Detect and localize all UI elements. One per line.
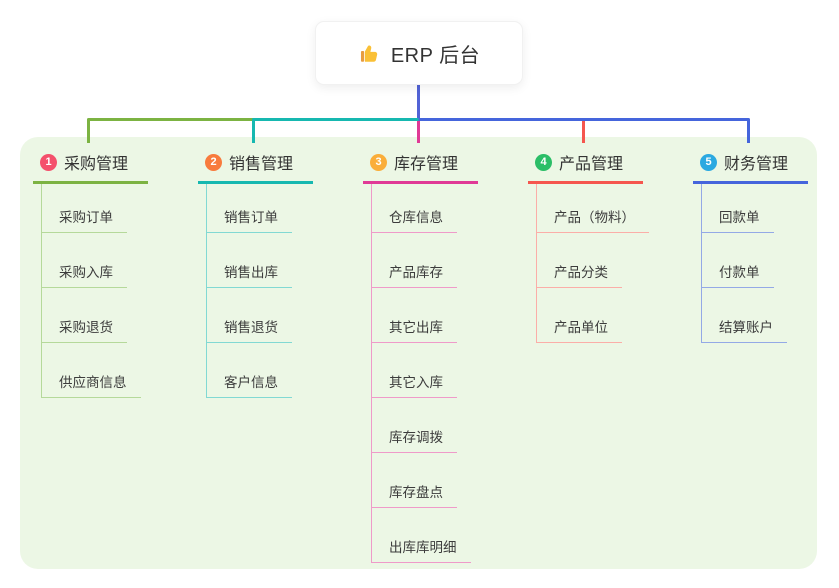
- child-node-label: 结算账户: [719, 320, 773, 335]
- branch-children: 采购订单 采购入库 采购退货 供应商信息: [41, 184, 141, 398]
- branch-number-badge: 3: [370, 153, 387, 171]
- child-node[interactable]: 库存盘点: [372, 453, 457, 508]
- child-node[interactable]: 其它出库: [372, 288, 457, 343]
- branch-number-badge: 2: [205, 153, 222, 171]
- child-node-label: 产品分类: [554, 265, 608, 280]
- thumbs-up-icon: [358, 42, 381, 65]
- branch-column-5: 5 财务管理 回款单 付款单 结算账户: [693, 147, 808, 343]
- child-node[interactable]: 产品库存: [372, 233, 457, 288]
- child-node-label: 采购订单: [59, 210, 113, 225]
- branch-node-label: 财务管理: [724, 156, 789, 173]
- child-node-label: 采购退货: [59, 320, 113, 335]
- child-node-label: 库存盘点: [389, 485, 443, 500]
- branch-column-3: 3 库存管理 仓库信息 产品库存 其它出库 其它入库 库存调拨 库存盘点 出库库…: [363, 147, 478, 563]
- child-node[interactable]: 出库库明细: [372, 508, 471, 563]
- child-node[interactable]: 产品分类: [537, 233, 622, 288]
- child-node[interactable]: 销售退货: [207, 288, 292, 343]
- child-node-label: 仓库信息: [389, 210, 443, 225]
- child-node-label: 回款单: [719, 210, 760, 225]
- child-node[interactable]: 采购订单: [42, 184, 127, 233]
- branch-node[interactable]: 2 销售管理: [198, 147, 313, 184]
- child-node[interactable]: 供应商信息: [42, 343, 141, 398]
- child-node[interactable]: 库存调拨: [372, 398, 457, 453]
- branch-number-badge: 4: [535, 153, 552, 171]
- mindmap-canvas: 1 采购管理 采购订单 采购入库 采购退货 供应商信息 2 销售管理 销售订单 …: [20, 137, 817, 569]
- child-node[interactable]: 产品（物料）: [537, 184, 649, 233]
- branch-children: 回款单 付款单 结算账户: [701, 184, 787, 343]
- child-node-label: 付款单: [719, 265, 760, 280]
- root-node[interactable]: ERP 后台: [315, 21, 523, 85]
- branch-number-badge: 1: [40, 153, 57, 171]
- branch-children: 销售订单 销售出库 销售退货 客户信息: [206, 184, 292, 398]
- branch-children: 仓库信息 产品库存 其它出库 其它入库 库存调拨 库存盘点 出库库明细: [371, 184, 471, 563]
- child-node[interactable]: 结算账户: [702, 288, 787, 343]
- child-node[interactable]: 采购退货: [42, 288, 127, 343]
- branch-node-label: 销售管理: [229, 156, 294, 173]
- branch-node[interactable]: 4 产品管理: [528, 147, 643, 184]
- child-node[interactable]: 销售出库: [207, 233, 292, 288]
- branch-node-label: 产品管理: [559, 156, 624, 173]
- child-node-label: 客户信息: [224, 375, 278, 390]
- child-node[interactable]: 回款单: [702, 184, 774, 233]
- child-node[interactable]: 销售订单: [207, 184, 292, 233]
- child-node[interactable]: 付款单: [702, 233, 774, 288]
- child-node-label: 其它入库: [389, 375, 443, 390]
- child-node-label: 产品单位: [554, 320, 608, 335]
- branch-node[interactable]: 3 库存管理: [363, 147, 478, 184]
- branch-column-4: 4 产品管理 产品（物料） 产品分类 产品单位: [528, 147, 649, 343]
- child-node[interactable]: 客户信息: [207, 343, 292, 398]
- child-node-label: 产品库存: [389, 265, 443, 280]
- branch-node-label: 采购管理: [64, 156, 129, 173]
- child-node[interactable]: 采购入库: [42, 233, 127, 288]
- child-node[interactable]: 产品单位: [537, 288, 622, 343]
- child-node-label: 销售退货: [224, 320, 278, 335]
- child-node-label: 其它出库: [389, 320, 443, 335]
- child-node-label: 库存调拨: [389, 430, 443, 445]
- child-node-label: 出库库明细: [389, 540, 457, 555]
- root-node-title: ERP 后台: [390, 44, 481, 67]
- branch-children: 产品（物料） 产品分类 产品单位: [536, 184, 649, 343]
- branch-column-2: 2 销售管理 销售订单 销售出库 销售退货 客户信息: [198, 147, 313, 398]
- branch-column-1: 1 采购管理 采购订单 采购入库 采购退货 供应商信息: [33, 147, 148, 398]
- branch-node-label: 库存管理: [394, 156, 459, 173]
- branch-node[interactable]: 5 财务管理: [693, 147, 808, 184]
- child-node-label: 采购入库: [59, 265, 113, 280]
- child-node-label: 销售订单: [224, 210, 278, 225]
- child-node[interactable]: 其它入库: [372, 343, 457, 398]
- branch-node[interactable]: 1 采购管理: [33, 147, 148, 184]
- child-node-label: 销售出库: [224, 265, 278, 280]
- branch-number-badge: 5: [700, 153, 717, 171]
- child-node[interactable]: 仓库信息: [372, 184, 457, 233]
- child-node-label: 供应商信息: [59, 375, 127, 390]
- child-node-label: 产品（物料）: [554, 210, 635, 225]
